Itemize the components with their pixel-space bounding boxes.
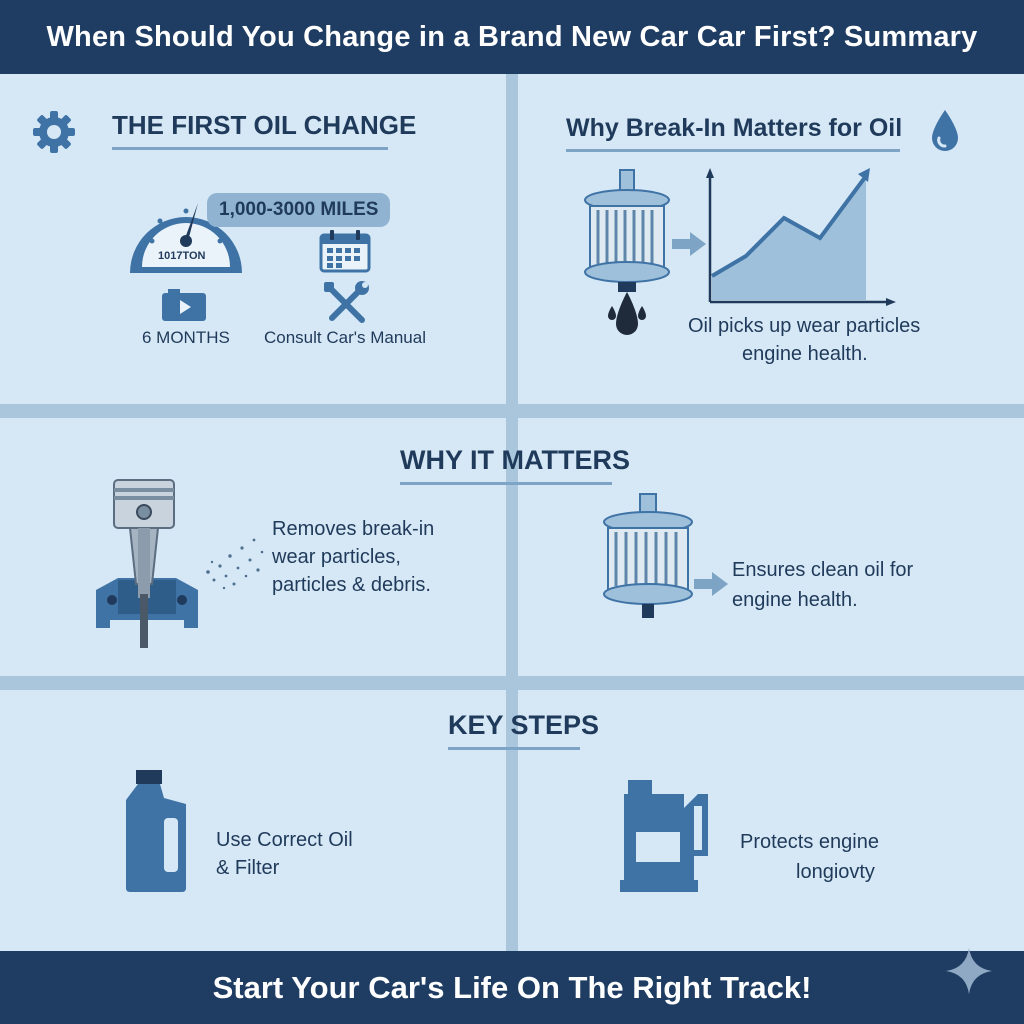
divider-horizontal-1 [0, 404, 1024, 418]
oil-filter-icon [584, 169, 670, 335]
calendar-icon [319, 230, 371, 273]
steps-left-line1: Use Correct Oil [216, 829, 353, 851]
first-oil-change-title: THE FIRST OIL CHANGE [112, 110, 416, 150]
oil-drop-icon [932, 110, 958, 151]
oil-filter-icon [603, 493, 693, 618]
wrench-screwdriver-icon [324, 281, 369, 323]
break-in-caption-line2: engine health. [742, 343, 868, 365]
steps-right-line1: Protects engine [740, 831, 879, 853]
why-left-line1: Removes break-in [272, 518, 435, 540]
months-label: 6 MONTHS [142, 328, 230, 347]
key-steps-title: KEY STEPS [448, 710, 599, 750]
why-left-line3: particles & debris. [272, 574, 431, 596]
rising-chart-icon [706, 168, 896, 306]
debris-particles [206, 538, 264, 590]
manual-label: Consult Car's Manual [264, 328, 426, 347]
piston-icon [96, 479, 198, 648]
oil-canister-icon [620, 780, 708, 892]
break-in-title: Why Break-In Matters for Oil [566, 114, 902, 152]
gauge-label: 1017TON [158, 250, 206, 262]
oil-bottle-icon [126, 770, 186, 892]
speedometer-icon [130, 203, 242, 273]
video-camera-icon [162, 289, 206, 321]
why-right-line1: Ensures clean oil for [732, 559, 914, 581]
header-title: When Should You Change in a Brand New Ca… [0, 0, 1024, 74]
gear-icon [33, 111, 75, 153]
sparkle-icon [946, 948, 992, 994]
arrow-right-icon [694, 572, 728, 596]
footer-text: Start Your Car's Life On The Right Track… [0, 951, 1024, 1024]
divider-horizontal-2 [0, 676, 1024, 690]
steps-left-line2: & Filter [216, 857, 280, 879]
divider-vertical [506, 74, 518, 951]
why-left-line2: wear particles, [272, 546, 401, 568]
steps-right-line2: longiovty [796, 861, 875, 883]
arrow-right-icon [672, 232, 706, 256]
break-in-caption-line1: Oil picks up wear particles [688, 315, 921, 337]
panel-first-oil-change [0, 74, 506, 404]
miles-badge: 1,000-3000 MILES [207, 193, 391, 227]
why-it-matters-title: WHY IT MATTERS [400, 445, 630, 485]
why-right-line2: engine health. [732, 589, 858, 611]
